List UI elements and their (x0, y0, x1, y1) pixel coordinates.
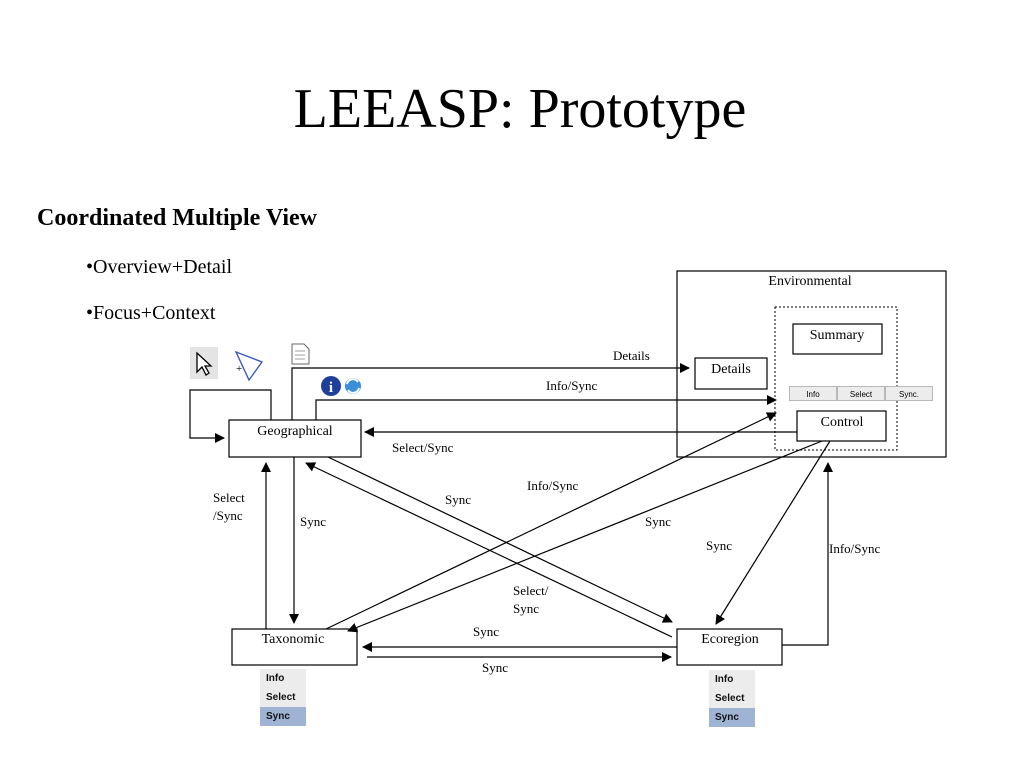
summary-box (792, 323, 883, 355)
geographical-label: Geographical (257, 424, 333, 439)
taxonomic-menu-sync[interactable]: Sync (260, 707, 306, 726)
ecoregion-menu-sync[interactable]: Sync (709, 708, 755, 727)
control-box (796, 410, 887, 442)
geographical-box (228, 419, 362, 458)
sync-icon[interactable] (345, 378, 361, 394)
edge-label-info-sync-eco-env: Info/Sync (829, 541, 881, 556)
info-icon[interactable]: i (321, 376, 341, 396)
edge-label-sync-eco-tax: Sync (473, 624, 499, 639)
taxonomic-menu: Info Select Sync (260, 669, 306, 726)
environmental-box (676, 270, 947, 458)
svg-text:+: + (236, 363, 242, 375)
edge-label-select-eco-geo-1: Select/ (513, 583, 549, 598)
svg-text:i: i (329, 380, 333, 396)
edge-label-sync-ctrl-eco: Sync (706, 538, 732, 553)
edge-label-select-left-1: Select (213, 490, 245, 505)
ecoregion-menu: Info Select Sync (709, 670, 755, 727)
edge-label-sync-geo-eco: Sync (445, 492, 471, 507)
taxonomic-menu-info[interactable]: Info (260, 669, 306, 688)
control-info-button[interactable]: Info (789, 386, 837, 401)
taxonomic-label: Taxonomic (262, 632, 325, 647)
document-icon[interactable] (291, 343, 310, 365)
lasso-icon[interactable]: + (234, 350, 264, 382)
control-button-bar: Info Select Sync. (789, 386, 933, 401)
bullet-overview-detail: •Overview+Detail (86, 256, 233, 278)
edge-control-eco (715, 440, 831, 625)
control-sync-button[interactable]: Sync. (885, 386, 933, 401)
edge-eco-env (782, 462, 833, 646)
edge-label-info-sync-tax-ctrl: Info/Sync (527, 478, 579, 493)
edge-geo-details (291, 363, 690, 420)
edge-label-info-sync-top: Info/Sync (546, 378, 598, 393)
ecoregion-label: Ecoregion (701, 632, 759, 647)
control-select-button[interactable]: Select (837, 386, 885, 401)
control-label: Control (821, 415, 864, 430)
details-box (694, 357, 768, 390)
section-heading: Coordinated Multiple View (37, 205, 317, 231)
ecoregion-menu-info[interactable]: Info (709, 670, 755, 689)
edge-label-select-eco-geo-2: Sync (513, 601, 539, 616)
pointer-icon[interactable] (190, 347, 218, 379)
edge-geo-self-loop (189, 389, 272, 443)
edge-geo-info-sync (315, 395, 777, 420)
edge-eco-geo (305, 462, 673, 638)
taxonomic-menu-select[interactable]: Select (260, 688, 306, 707)
edge-label-sync-geo-tax: Sync (300, 514, 326, 529)
ecoregion-menu-select[interactable]: Select (709, 689, 755, 708)
slide-title: LEEASP: Prototype (293, 78, 747, 140)
edge-label-sync-ctrl-tax: Sync (645, 514, 671, 529)
environmental-inner-frame (774, 306, 898, 451)
summary-label: Summary (810, 328, 864, 343)
environmental-label: Environmental (768, 274, 851, 289)
edge-geo-eco (327, 456, 673, 623)
edge-label-sync-tax-eco: Sync (482, 660, 508, 675)
bullet-focus-context: •Focus+Context (86, 302, 216, 324)
edge-label-select-left-2: /Sync (213, 508, 243, 523)
edge-label-details: Details (613, 348, 650, 363)
edge-control-tax (347, 440, 823, 633)
edge-tax-control (325, 412, 777, 630)
taxonomic-box (231, 628, 358, 666)
edge-label-select-sync-control: Select/Sync (392, 440, 454, 455)
details-label: Details (711, 362, 751, 377)
